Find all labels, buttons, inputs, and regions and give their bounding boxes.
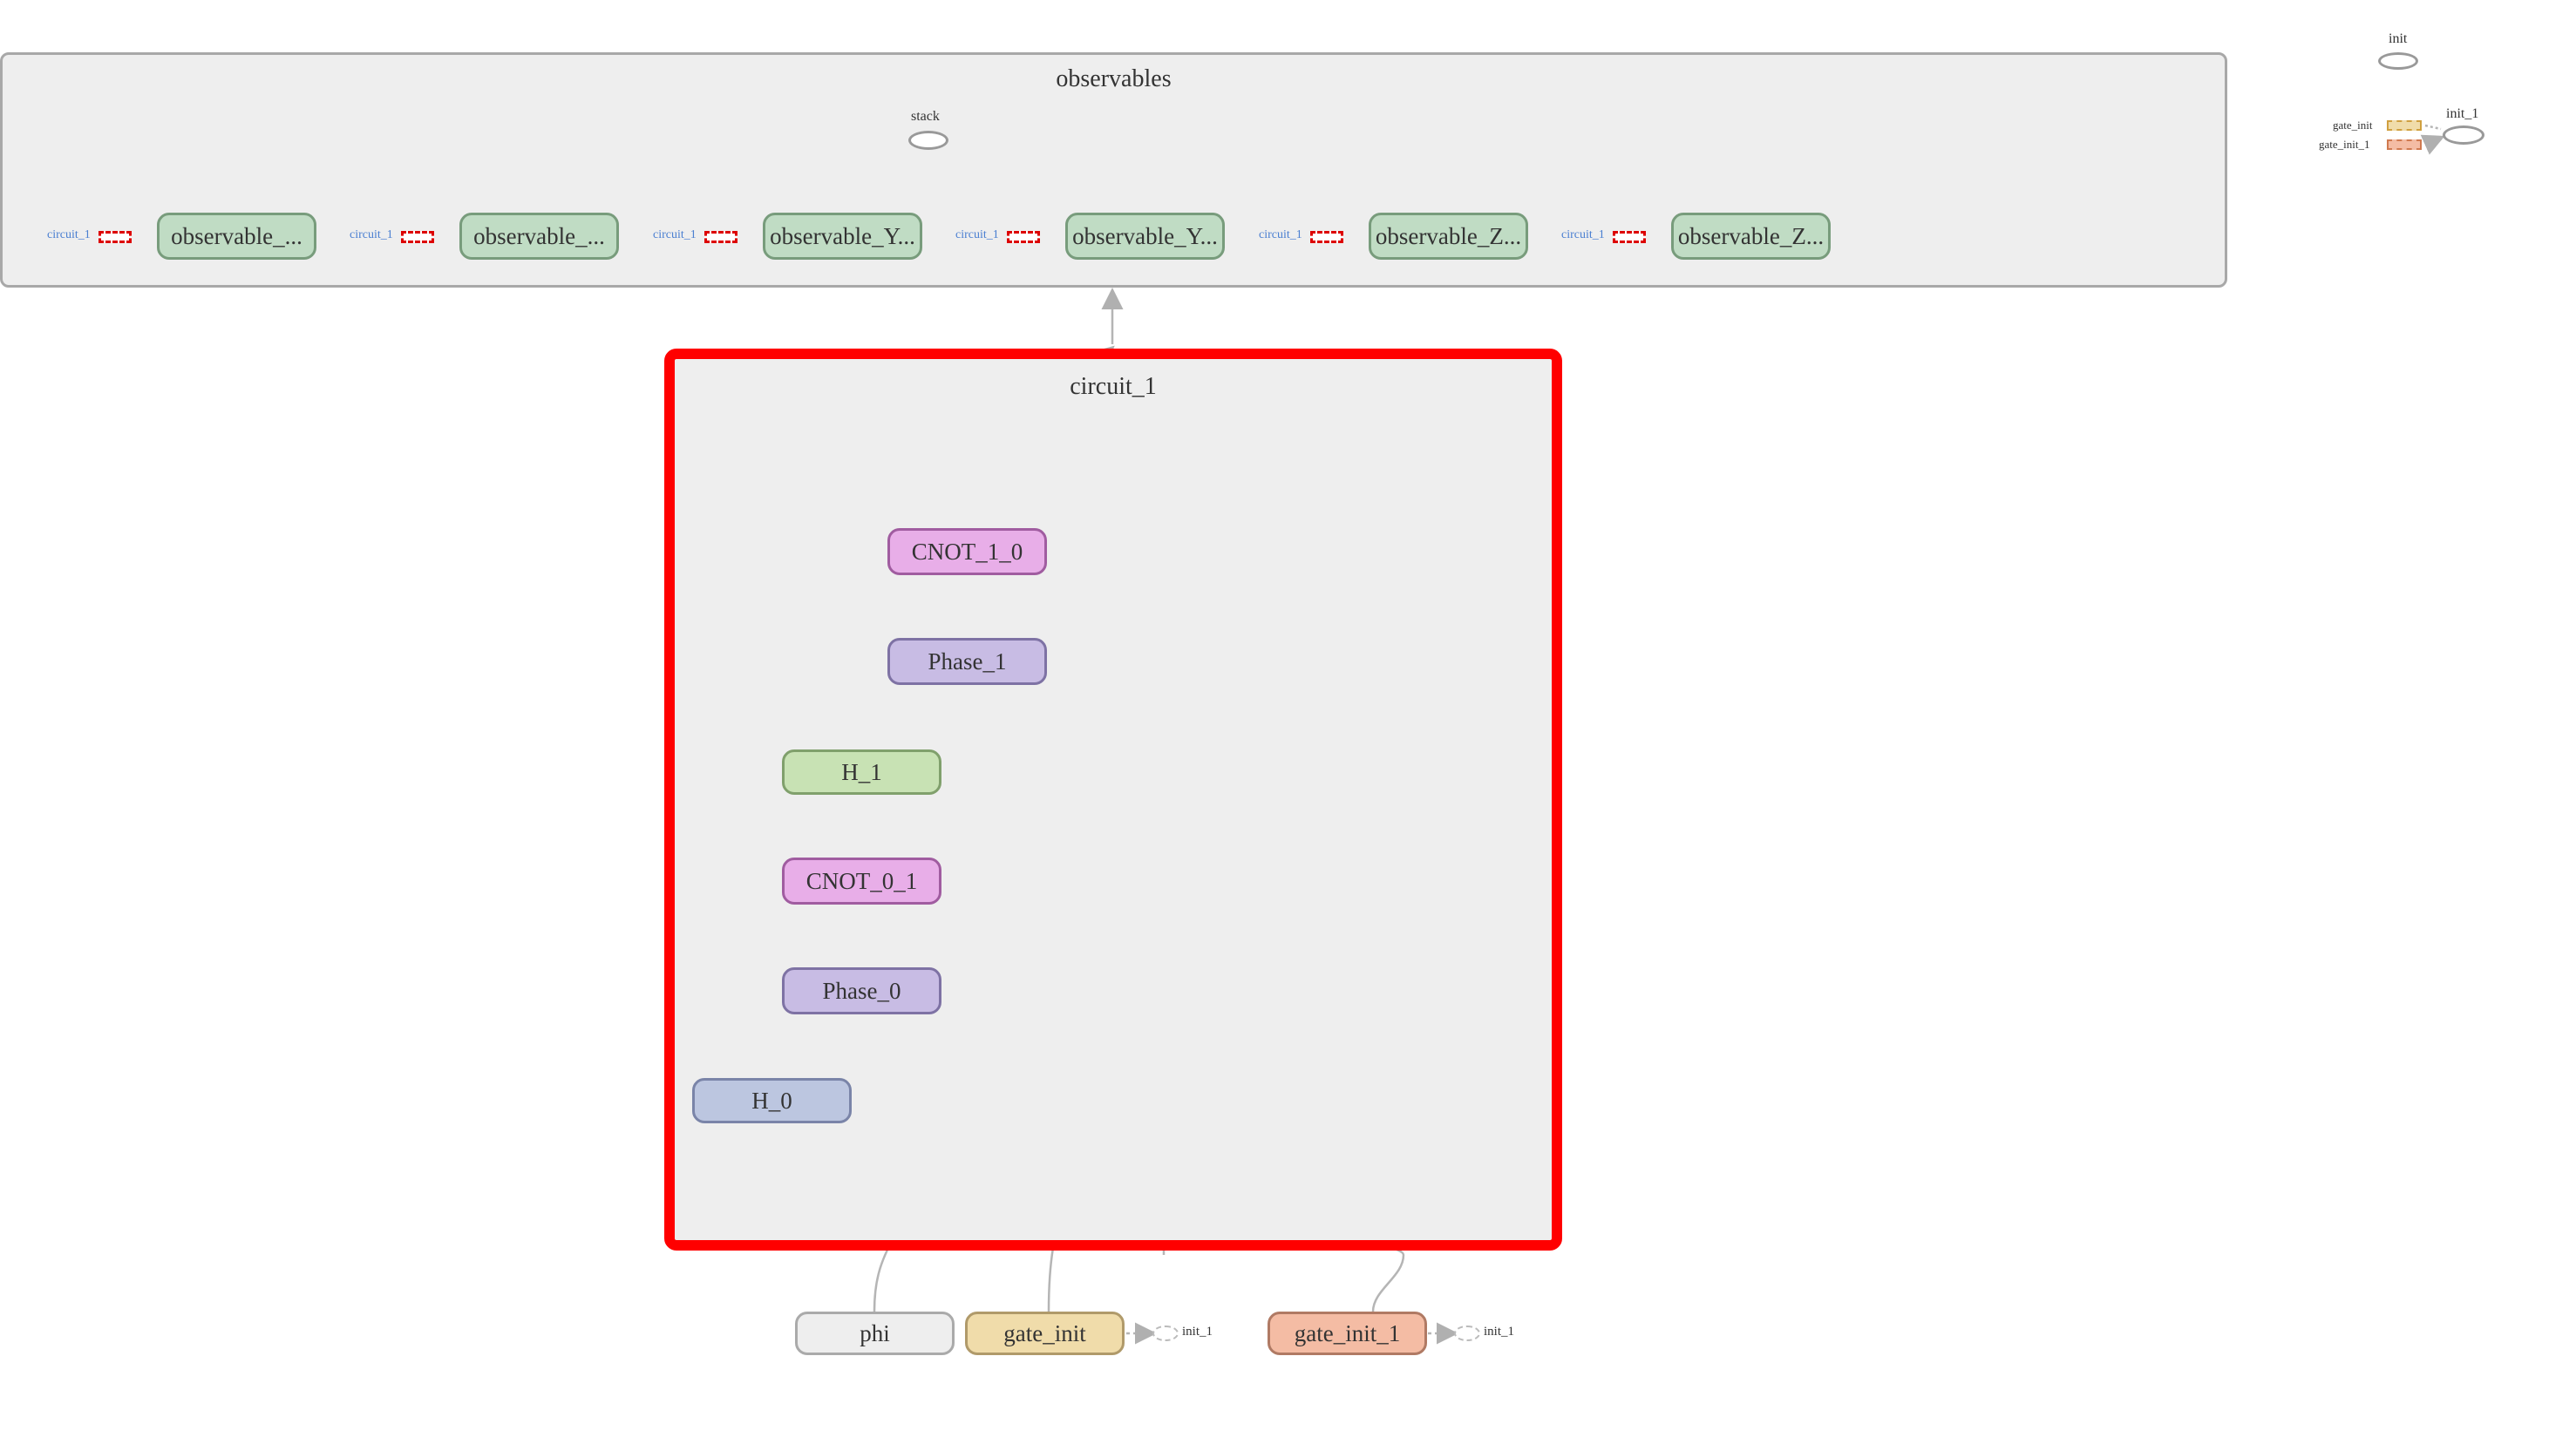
gate-init-1-aux-icon[interactable] (2387, 139, 2422, 150)
circuit-input-label-6: circuit_1 (1561, 228, 1605, 241)
circuit-input-label-4: circuit_1 (955, 228, 999, 241)
observable-node-6[interactable]: observable_Z... (1671, 213, 1831, 260)
cnot-1-0-node[interactable]: CNOT_1_0 (887, 528, 1047, 575)
gate-init-1-aux-label: gate_init_1 (2319, 138, 2370, 151)
init-1-node[interactable] (2443, 125, 2484, 145)
gate-init-aux-label: gate_init (2333, 119, 2373, 132)
observable-node-1[interactable]: observable_... (157, 213, 316, 260)
stack-icon (401, 231, 434, 243)
init-1-label-2: init_1 (1484, 1325, 1515, 1339)
stack-icon (1007, 231, 1040, 243)
phi-node[interactable]: phi (795, 1312, 955, 1355)
init-1-aux-label: init_1 (2446, 106, 2479, 121)
circuit-input-label-3: circuit_1 (653, 228, 697, 241)
stack-icon (1613, 231, 1646, 243)
stack-node[interactable] (908, 131, 948, 150)
phase-1-node[interactable]: Phase_1 (887, 638, 1047, 685)
stack-icon (99, 231, 132, 243)
cnot-0-1-node[interactable]: CNOT_0_1 (782, 858, 941, 905)
gate-init-aux-icon[interactable] (2387, 120, 2422, 131)
circuit-input-label-2: circuit_1 (350, 228, 393, 241)
observable-node-5[interactable]: observable_Z... (1369, 213, 1528, 260)
phase-0-node[interactable]: Phase_0 (782, 967, 941, 1014)
init-1-ref-2[interactable] (1454, 1326, 1480, 1341)
stack-label: stack (911, 109, 940, 124)
circuit-title: circuit_1 (1070, 373, 1157, 400)
observable-node-2[interactable]: observable_... (459, 213, 619, 260)
init-1-ref-1[interactable] (1152, 1326, 1179, 1341)
init-node[interactable] (2378, 52, 2418, 70)
init-label: init (2389, 31, 2408, 46)
stack-icon (1310, 231, 1343, 243)
observable-node-3[interactable]: observable_Y... (763, 213, 922, 260)
circuit-input-label-5: circuit_1 (1259, 228, 1302, 241)
init-1-label-1: init_1 (1182, 1325, 1213, 1339)
gate-init-node[interactable]: gate_init (965, 1312, 1125, 1355)
circuit-input-label-1: circuit_1 (47, 228, 91, 241)
observables-title: observables (1056, 65, 1172, 92)
stack-icon (704, 231, 737, 243)
gate-init-1-node[interactable]: gate_init_1 (1268, 1312, 1427, 1355)
h-0-node[interactable]: H_0 (692, 1078, 852, 1123)
observable-node-4[interactable]: observable_Y... (1065, 213, 1225, 260)
h-1-node[interactable]: H_1 (782, 749, 941, 795)
